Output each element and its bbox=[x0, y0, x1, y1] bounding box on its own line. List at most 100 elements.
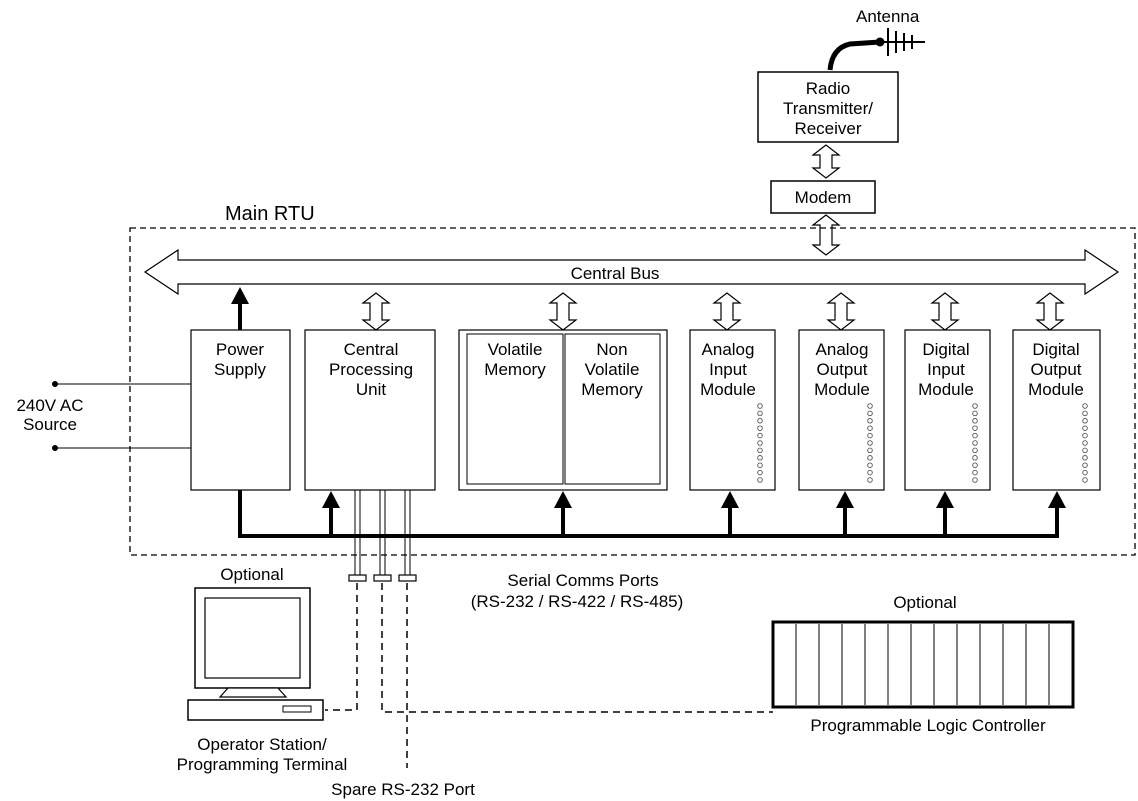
plc-link bbox=[381, 583, 773, 713]
terminal-dot bbox=[867, 410, 873, 417]
cpu-label-3: Unit bbox=[356, 380, 387, 399]
digital-output-label-2: Output bbox=[1030, 360, 1081, 379]
digital-input-label-2: Input bbox=[927, 360, 965, 379]
modem-bus-arrow bbox=[811, 214, 841, 256]
terminal-dot bbox=[972, 410, 978, 417]
ac-source-wires bbox=[52, 381, 191, 451]
central-bus bbox=[143, 248, 1120, 296]
cpu-bus-arrow bbox=[361, 292, 391, 331]
analog-input-label-1: Analog bbox=[702, 340, 755, 359]
terminal-dot bbox=[867, 440, 873, 446]
non-volatile-memory-label-1: Non bbox=[596, 340, 627, 359]
analog-output-label-1: Analog bbox=[816, 340, 869, 359]
operator-label-2: Programming Terminal bbox=[177, 755, 348, 774]
radio-label-2: Transmitter/ bbox=[783, 99, 873, 118]
radio-label-1: Radio bbox=[806, 79, 850, 98]
terminal-dot bbox=[757, 418, 763, 424]
central-bus-label: Central Bus bbox=[571, 264, 660, 283]
terminal-dot bbox=[972, 477, 978, 483]
plc-optional-label: Optional bbox=[893, 593, 956, 612]
terminal-dot bbox=[1082, 403, 1088, 409]
digital-input-label-3: Module bbox=[918, 380, 974, 399]
terminal-dot bbox=[867, 418, 873, 424]
terminal-dot bbox=[757, 440, 763, 446]
modem-label: Modem bbox=[795, 188, 852, 207]
main-rtu-boundary bbox=[129, 227, 1136, 556]
terminal-dot bbox=[1082, 469, 1088, 476]
terminal-dot bbox=[1082, 440, 1088, 446]
analog-out-bus-arrow bbox=[826, 292, 856, 331]
volatile-memory-label-2: Memory bbox=[484, 360, 546, 379]
cpu-box bbox=[304, 329, 436, 491]
terminal-dot bbox=[757, 432, 763, 439]
analog-in-bus-arrow bbox=[712, 292, 742, 331]
non-volatile-memory-label-3: Memory bbox=[581, 380, 643, 399]
comm-links bbox=[325, 583, 773, 768]
analog-input-label-2: Input bbox=[709, 360, 747, 379]
terminal-dot bbox=[1082, 477, 1088, 483]
antenna-icon bbox=[827, 28, 925, 71]
digital-out-bus-arrow bbox=[1035, 292, 1065, 331]
ac-source-label-2: Source bbox=[23, 415, 77, 434]
terminal-dot bbox=[1082, 462, 1088, 468]
terminal-dot bbox=[867, 455, 873, 461]
modem-box bbox=[770, 180, 876, 214]
terminal-dot bbox=[972, 403, 978, 409]
digital-output-label-3: Module bbox=[1028, 380, 1084, 399]
radio-label-3: Receiver bbox=[794, 119, 861, 138]
computer-icon bbox=[187, 587, 324, 721]
serial-port-connectors bbox=[348, 574, 417, 582]
terminal-dot bbox=[757, 410, 763, 417]
plc-slots bbox=[795, 624, 1050, 705]
serial-ports-label-2: (RS-232 / RS-422 / RS-485) bbox=[471, 592, 684, 611]
power-distribution bbox=[238, 490, 1059, 538]
terminal-dot bbox=[972, 432, 978, 439]
terminal-dot bbox=[972, 418, 978, 424]
digital-input-label-1: Digital bbox=[922, 340, 969, 359]
ac-source-label-1: 240V AC bbox=[16, 396, 83, 415]
terminal-dot bbox=[757, 469, 763, 476]
terminal-dot bbox=[1082, 418, 1088, 424]
terminal-dot bbox=[867, 469, 873, 476]
analog-output-label-3: Module bbox=[814, 380, 870, 399]
cpu-label-1: Central bbox=[344, 340, 399, 359]
terminal-dot bbox=[972, 425, 978, 431]
operator-link bbox=[325, 583, 358, 711]
memory-bus-arrow bbox=[548, 292, 578, 331]
terminal-dot bbox=[867, 462, 873, 468]
radio-modem-arrow bbox=[811, 144, 841, 179]
power-arrowheads bbox=[322, 491, 1066, 508]
operator-optional-label: Optional bbox=[220, 565, 283, 584]
terminal-dot bbox=[1082, 432, 1088, 439]
radio-box bbox=[757, 71, 899, 143]
analog-input-label-3: Module bbox=[700, 380, 756, 399]
plc-box bbox=[771, 620, 1075, 709]
cpu-label-2: Processing bbox=[329, 360, 413, 379]
terminal-dot bbox=[757, 425, 763, 431]
terminal-dot bbox=[1082, 447, 1088, 454]
non-volatile-memory-box bbox=[564, 333, 661, 485]
main-rtu-label: Main RTU bbox=[225, 203, 315, 225]
link-arrows bbox=[361, 144, 1065, 331]
terminal-dot bbox=[1082, 410, 1088, 417]
digital-output-terminals bbox=[1082, 403, 1088, 483]
terminal-dot bbox=[1082, 455, 1088, 461]
digital-in-bus-arrow bbox=[930, 292, 960, 331]
terminal-dot bbox=[972, 462, 978, 468]
power-supply-label-2: Supply bbox=[214, 360, 266, 379]
terminal-dot bbox=[972, 469, 978, 476]
terminal-dot bbox=[1082, 425, 1088, 431]
terminal-dot bbox=[757, 447, 763, 454]
analog-output-terminals bbox=[867, 403, 873, 483]
analog-output-label-2: Output bbox=[816, 360, 867, 379]
terminal-dot bbox=[972, 447, 978, 454]
terminal-dot bbox=[757, 455, 763, 461]
non-volatile-memory-label-2: Volatile bbox=[585, 360, 640, 379]
terminal-dot bbox=[867, 403, 873, 409]
terminal-dot bbox=[867, 477, 873, 483]
operator-label-1: Operator Station/ bbox=[197, 735, 327, 754]
terminal-dot bbox=[867, 425, 873, 431]
terminal-dot bbox=[757, 462, 763, 468]
power-to-bus-arrow bbox=[231, 287, 249, 330]
